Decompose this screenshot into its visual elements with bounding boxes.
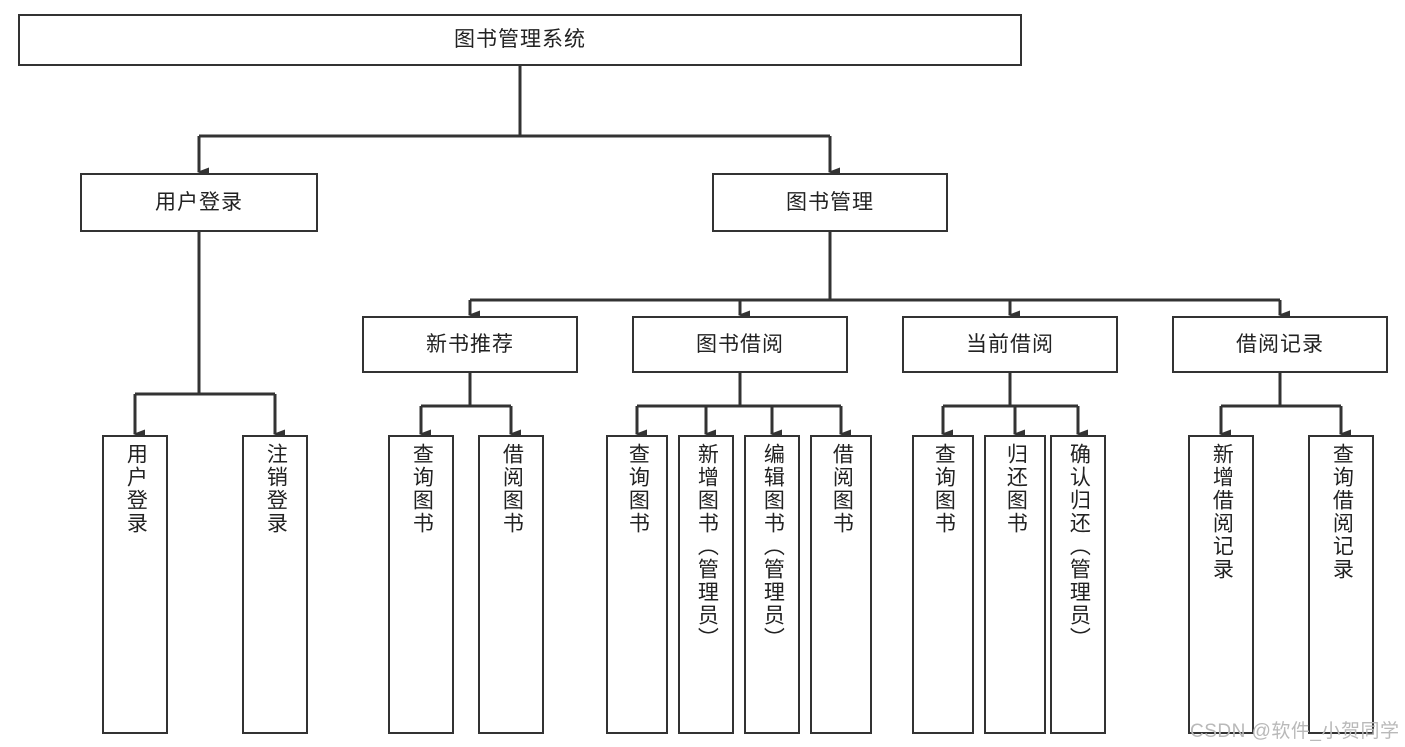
node-leaf-add-book[interactable]: 新增图书（管理员） <box>678 435 734 734</box>
node-label-leaf-add-record: 新增借阅记录 <box>1210 443 1234 581</box>
node-label-leaf-return-book: 归还图书 <box>1004 443 1028 535</box>
node-leaf-borrow-book-rec[interactable]: 借阅图书 <box>478 435 544 734</box>
node-leaf-user-login[interactable]: 用户登录 <box>102 435 168 734</box>
node-root[interactable]: 图书管理系统 <box>18 14 1022 66</box>
node-label-leaf-query-book-rec: 查询图书 <box>410 443 434 535</box>
node-leaf-query-book-cur[interactable]: 查询图书 <box>912 435 974 734</box>
node-leaf-confirm-return[interactable]: 确认归还（管理员） <box>1050 435 1106 734</box>
node-label-leaf-add-book: 新增图书（管理员） <box>695 443 719 650</box>
node-label-book-manage: 图书管理 <box>786 190 874 214</box>
node-label-current-borrow: 当前借阅 <box>966 332 1054 356</box>
node-book-borrow[interactable]: 图书借阅 <box>632 316 848 373</box>
node-leaf-borrow-book[interactable]: 借阅图书 <box>810 435 872 734</box>
node-label-leaf-edit-book: 编辑图书（管理员） <box>761 443 785 650</box>
node-label-leaf-confirm-return: 确认归还（管理员） <box>1067 443 1091 650</box>
node-leaf-query-book-rec[interactable]: 查询图书 <box>388 435 454 734</box>
node-borrow-record[interactable]: 借阅记录 <box>1172 316 1388 373</box>
node-label-leaf-query-record: 查询借阅记录 <box>1330 443 1354 581</box>
node-label-root: 图书管理系统 <box>454 28 586 52</box>
node-label-leaf-borrow-book-rec: 借阅图书 <box>500 443 524 535</box>
node-label-leaf-query-book: 查询图书 <box>626 443 650 535</box>
node-leaf-edit-book[interactable]: 编辑图书（管理员） <box>744 435 800 734</box>
node-label-book-borrow: 图书借阅 <box>696 332 784 356</box>
csdn-watermark: CSDN @软件_小贺同学 <box>1190 721 1400 742</box>
node-label-borrow-record: 借阅记录 <box>1236 332 1324 356</box>
node-leaf-add-record[interactable]: 新增借阅记录 <box>1188 435 1254 734</box>
edge-layer <box>133 66 1351 439</box>
node-new-book-rec[interactable]: 新书推荐 <box>362 316 578 373</box>
node-book-manage[interactable]: 图书管理 <box>712 173 948 232</box>
node-leaf-user-logout[interactable]: 注销登录 <box>242 435 308 734</box>
node-label-leaf-query-book-cur: 查询图书 <box>932 443 956 535</box>
node-user-login[interactable]: 用户登录 <box>80 173 318 232</box>
node-leaf-query-book[interactable]: 查询图书 <box>606 435 668 734</box>
node-leaf-return-book[interactable]: 归还图书 <box>984 435 1046 734</box>
node-label-new-book-rec: 新书推荐 <box>426 332 514 356</box>
node-leaf-query-record[interactable]: 查询借阅记录 <box>1308 435 1374 734</box>
node-label-leaf-borrow-book: 借阅图书 <box>830 443 854 535</box>
node-current-borrow[interactable]: 当前借阅 <box>902 316 1118 373</box>
node-label-leaf-user-login: 用户登录 <box>124 443 148 535</box>
node-label-leaf-user-logout: 注销登录 <box>264 443 288 535</box>
node-label-user-login: 用户登录 <box>155 190 243 214</box>
